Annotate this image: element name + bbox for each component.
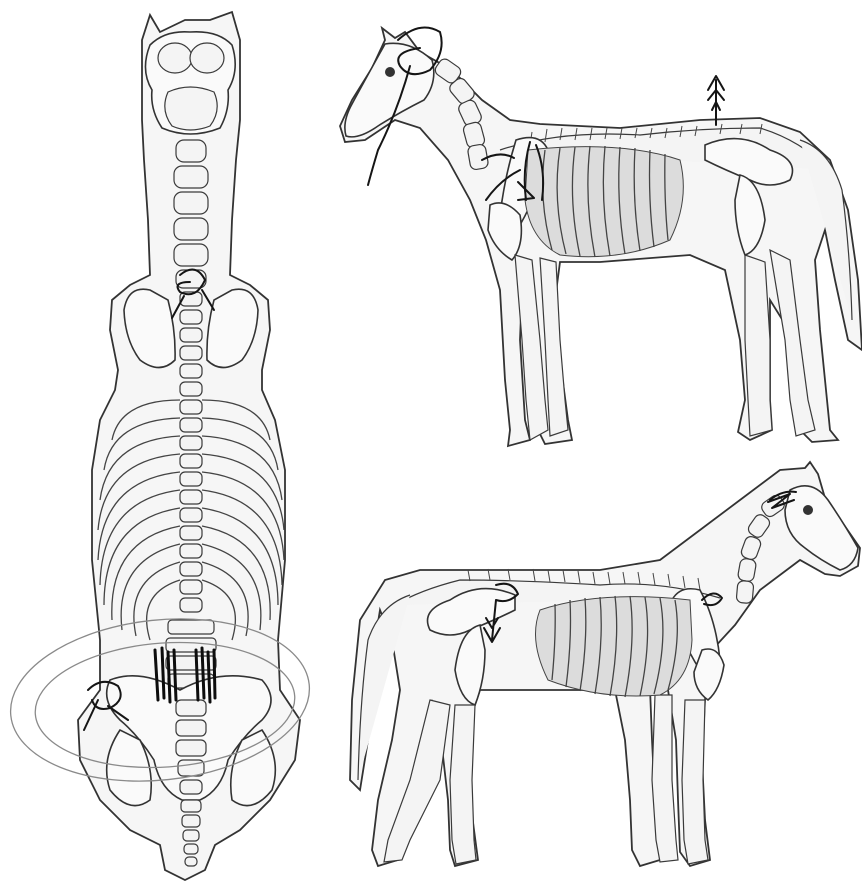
right-lateral-ribcage [536, 597, 693, 696]
right-lateral-view-skeleton [350, 462, 860, 866]
dorsal-left-orbit [158, 43, 192, 73]
left-lateral-eye [385, 67, 395, 77]
dorsal-view-skeleton [2, 12, 317, 880]
right-lateral-eye [803, 505, 813, 515]
right-lateral-hindleg-near [450, 705, 476, 864]
dorsal-right-orbit [190, 43, 224, 73]
right-lateral-foreleg-near [682, 700, 708, 864]
ink-arrow-left-sacrum [708, 76, 724, 125]
dorsal-mandible [165, 87, 217, 130]
left-lateral-view-skeleton [340, 28, 862, 447]
